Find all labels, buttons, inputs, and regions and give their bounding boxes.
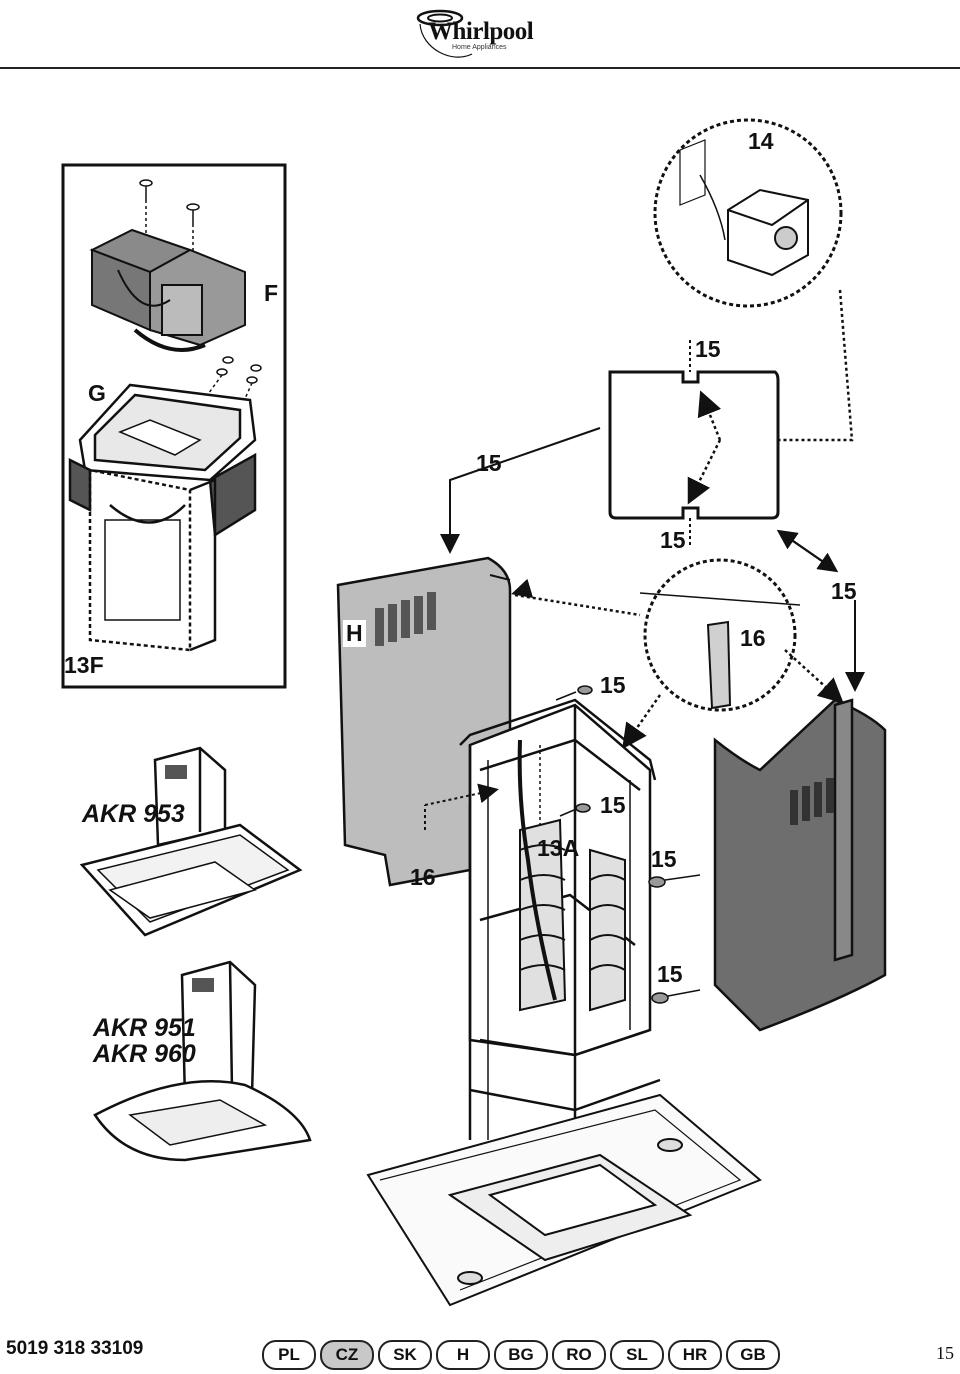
header-divider [0, 67, 960, 69]
duct-hose-part [517, 739, 626, 1012]
filter-box-part [89, 228, 246, 352]
callout-13a: 13A [537, 835, 580, 861]
screw-icon [555, 685, 701, 1004]
lang-sl[interactable]: SL [610, 1340, 664, 1370]
callout-16-circle: 16 [740, 625, 766, 651]
brand-tagline: Home Appliances [452, 44, 507, 51]
chimney-panel-h [336, 556, 512, 887]
mounting-frame-part [608, 370, 780, 520]
lang-cz[interactable]: CZ [320, 1340, 374, 1370]
callout-16-low: 16 [410, 864, 436, 890]
brand-name: Whirlpool [428, 18, 534, 45]
callout-13f: 13F [64, 652, 104, 678]
callout-15-frame-bottom: 15 [660, 527, 686, 553]
lang-hr[interactable]: HR [668, 1340, 722, 1370]
callout-15-right: 15 [831, 578, 857, 604]
bracket-part [706, 620, 732, 710]
screw-icon [199, 356, 262, 411]
lang-pl[interactable]: PL [262, 1340, 316, 1370]
lang-gb[interactable]: GB [726, 1340, 780, 1370]
callout-15-side2: 15 [657, 961, 683, 987]
lang-sk[interactable]: SK [378, 1340, 432, 1370]
callout-15-mid: 15 [600, 792, 626, 818]
lang-h[interactable]: H [436, 1340, 490, 1370]
model-akr953: AKR 953 [82, 800, 185, 828]
callout-15-top: 15 [476, 450, 502, 476]
model-akr951: AKR 951 [93, 1014, 196, 1042]
callout-f: F [264, 280, 279, 306]
hood-akr951-illustration [93, 960, 312, 1162]
lang-ro[interactable]: RO [552, 1340, 606, 1370]
lang-bg[interactable]: BG [494, 1340, 548, 1370]
chimney-panel-dark [713, 698, 887, 1032]
language-selector: PL CZ SK H BG RO SL HR GB [262, 1340, 780, 1370]
callout-h: H [343, 620, 366, 647]
detail-inset-frame [61, 163, 287, 689]
document-code: 5019 318 33109 [6, 1338, 144, 1359]
hood-akr953-illustration [79, 746, 303, 937]
callout-14: 14 [748, 128, 774, 154]
callout-15-frame-top: 15 [695, 336, 721, 362]
logo-swoosh-icon [416, 9, 473, 58]
model-akr960: AKR 960 [93, 1040, 196, 1068]
callout-15-side1: 15 [651, 846, 677, 872]
callout-g: G [88, 380, 106, 406]
callout-15-screw: 15 [600, 672, 626, 698]
motor-housing-part [68, 383, 257, 652]
page-number: 15 [936, 1343, 954, 1363]
whirlpool-logo: Whirlpool Home Appliances [412, 4, 542, 64]
carbon-filter-part [679, 139, 809, 277]
ceiling-plate-part [366, 1093, 762, 1307]
